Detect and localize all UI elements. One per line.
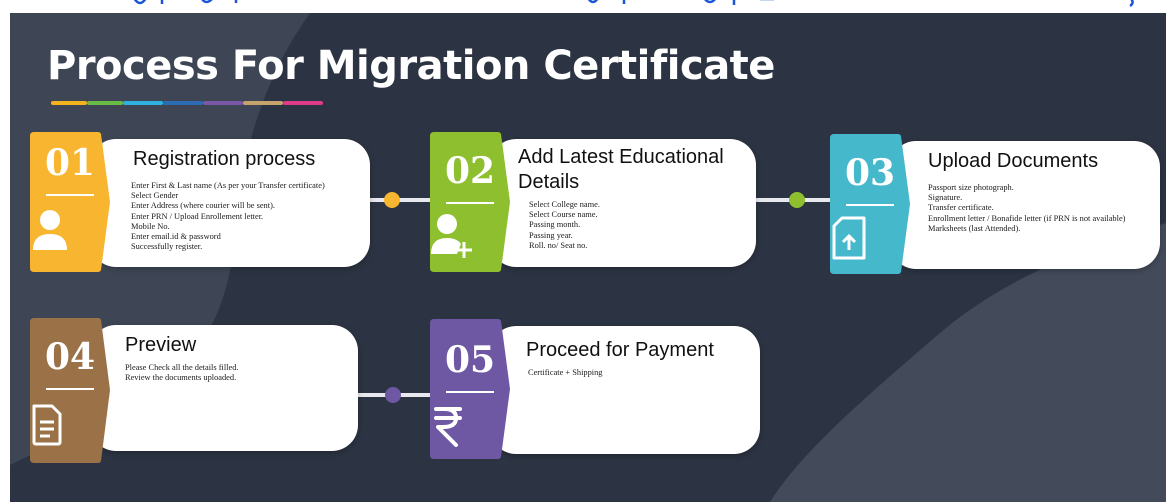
infographic-slide: Process For Migration Certificate 01 Reg… bbox=[10, 13, 1166, 502]
detail-line: Enter First & Last name (As per your Tra… bbox=[131, 181, 325, 190]
step-card-1 bbox=[90, 139, 370, 267]
step-number: 03 bbox=[844, 152, 896, 194]
detail-line: Enter email.id & password bbox=[131, 232, 221, 242]
step-title: Preview bbox=[125, 334, 197, 356]
user-icon bbox=[33, 210, 67, 250]
step-card-3 bbox=[890, 141, 1160, 269]
step-details: Certificate + Shipping bbox=[528, 368, 603, 378]
connector-dot bbox=[385, 387, 401, 403]
detail-line: Passing year. bbox=[529, 230, 573, 240]
connector-dot bbox=[384, 192, 400, 208]
step-number: 04 bbox=[44, 336, 96, 378]
step-number: 05 bbox=[444, 339, 496, 381]
detail-line: Transfer certificate. bbox=[928, 203, 994, 213]
detail-line: Certificate + Shipping bbox=[528, 368, 603, 377]
step-badge-2: 02 bbox=[430, 132, 510, 272]
step-details: Enter First & Last name (As per your Tra… bbox=[131, 181, 325, 252]
detail-line: Marksheets (last Attended). bbox=[928, 223, 1021, 233]
step-title: Add Latest Educational bbox=[518, 146, 724, 168]
detail-line: Signature. bbox=[928, 193, 963, 203]
add-user-icon bbox=[431, 214, 472, 258]
step-badge-4: 04 bbox=[30, 318, 110, 463]
detail-line: Review the documents uploaded. bbox=[125, 373, 237, 383]
cropped-text-fragment bbox=[1124, 0, 1144, 8]
detail-line: Passing month. bbox=[529, 220, 581, 230]
detail-line: Passport size photograph. bbox=[928, 183, 1014, 192]
detail-line: Select Course name. bbox=[529, 210, 598, 220]
step-title: Proceed for Payment bbox=[526, 339, 714, 361]
rupee-icon bbox=[434, 407, 462, 447]
step-badge-5: 05 bbox=[430, 319, 510, 459]
step-number: 02 bbox=[444, 150, 496, 192]
step-title: Details bbox=[518, 171, 580, 193]
step-title: Registration process bbox=[133, 148, 316, 170]
step-badge-3: 03 bbox=[830, 134, 910, 274]
step-title: Upload Documents bbox=[928, 150, 1099, 172]
step-badge-1: 01 bbox=[30, 132, 110, 272]
step-card-5 bbox=[490, 326, 760, 454]
detail-line: Enrollment letter / Bonafide letter (if … bbox=[928, 213, 1126, 223]
detail-line: Please Check all the details filled. bbox=[125, 363, 239, 372]
step-details: Passport size photograph. Signature. Tra… bbox=[928, 183, 1125, 234]
detail-line: Mobile No. bbox=[131, 221, 170, 231]
cropped-text-fragment bbox=[584, 0, 784, 8]
page-title: Process For Migration Certificate bbox=[47, 43, 775, 89]
step-details: Please Check all the details filled. Rev… bbox=[125, 363, 239, 383]
cropped-top-strip bbox=[0, 0, 1166, 12]
step-number: 01 bbox=[44, 142, 96, 184]
detail-line: Roll. no/ Seat no. bbox=[529, 240, 588, 250]
detail-line: Select Gender bbox=[131, 191, 179, 201]
step-details: Select College name. Select Course name.… bbox=[529, 200, 600, 251]
detail-line: Enter PRN / Upload Enrollement letter. bbox=[131, 211, 264, 221]
detail-line: Successfully register. bbox=[131, 242, 203, 252]
detail-line: Enter Address (where courier will be sen… bbox=[131, 201, 275, 211]
detail-line: Select College name. bbox=[529, 200, 600, 209]
step-card-2 bbox=[490, 139, 756, 267]
document-icon bbox=[32, 404, 62, 446]
step-card-4 bbox=[90, 325, 358, 451]
cropped-text-fragment bbox=[132, 0, 252, 8]
title-underline bbox=[51, 101, 323, 105]
upload-document-icon bbox=[832, 216, 866, 260]
connector-dot bbox=[789, 192, 805, 208]
